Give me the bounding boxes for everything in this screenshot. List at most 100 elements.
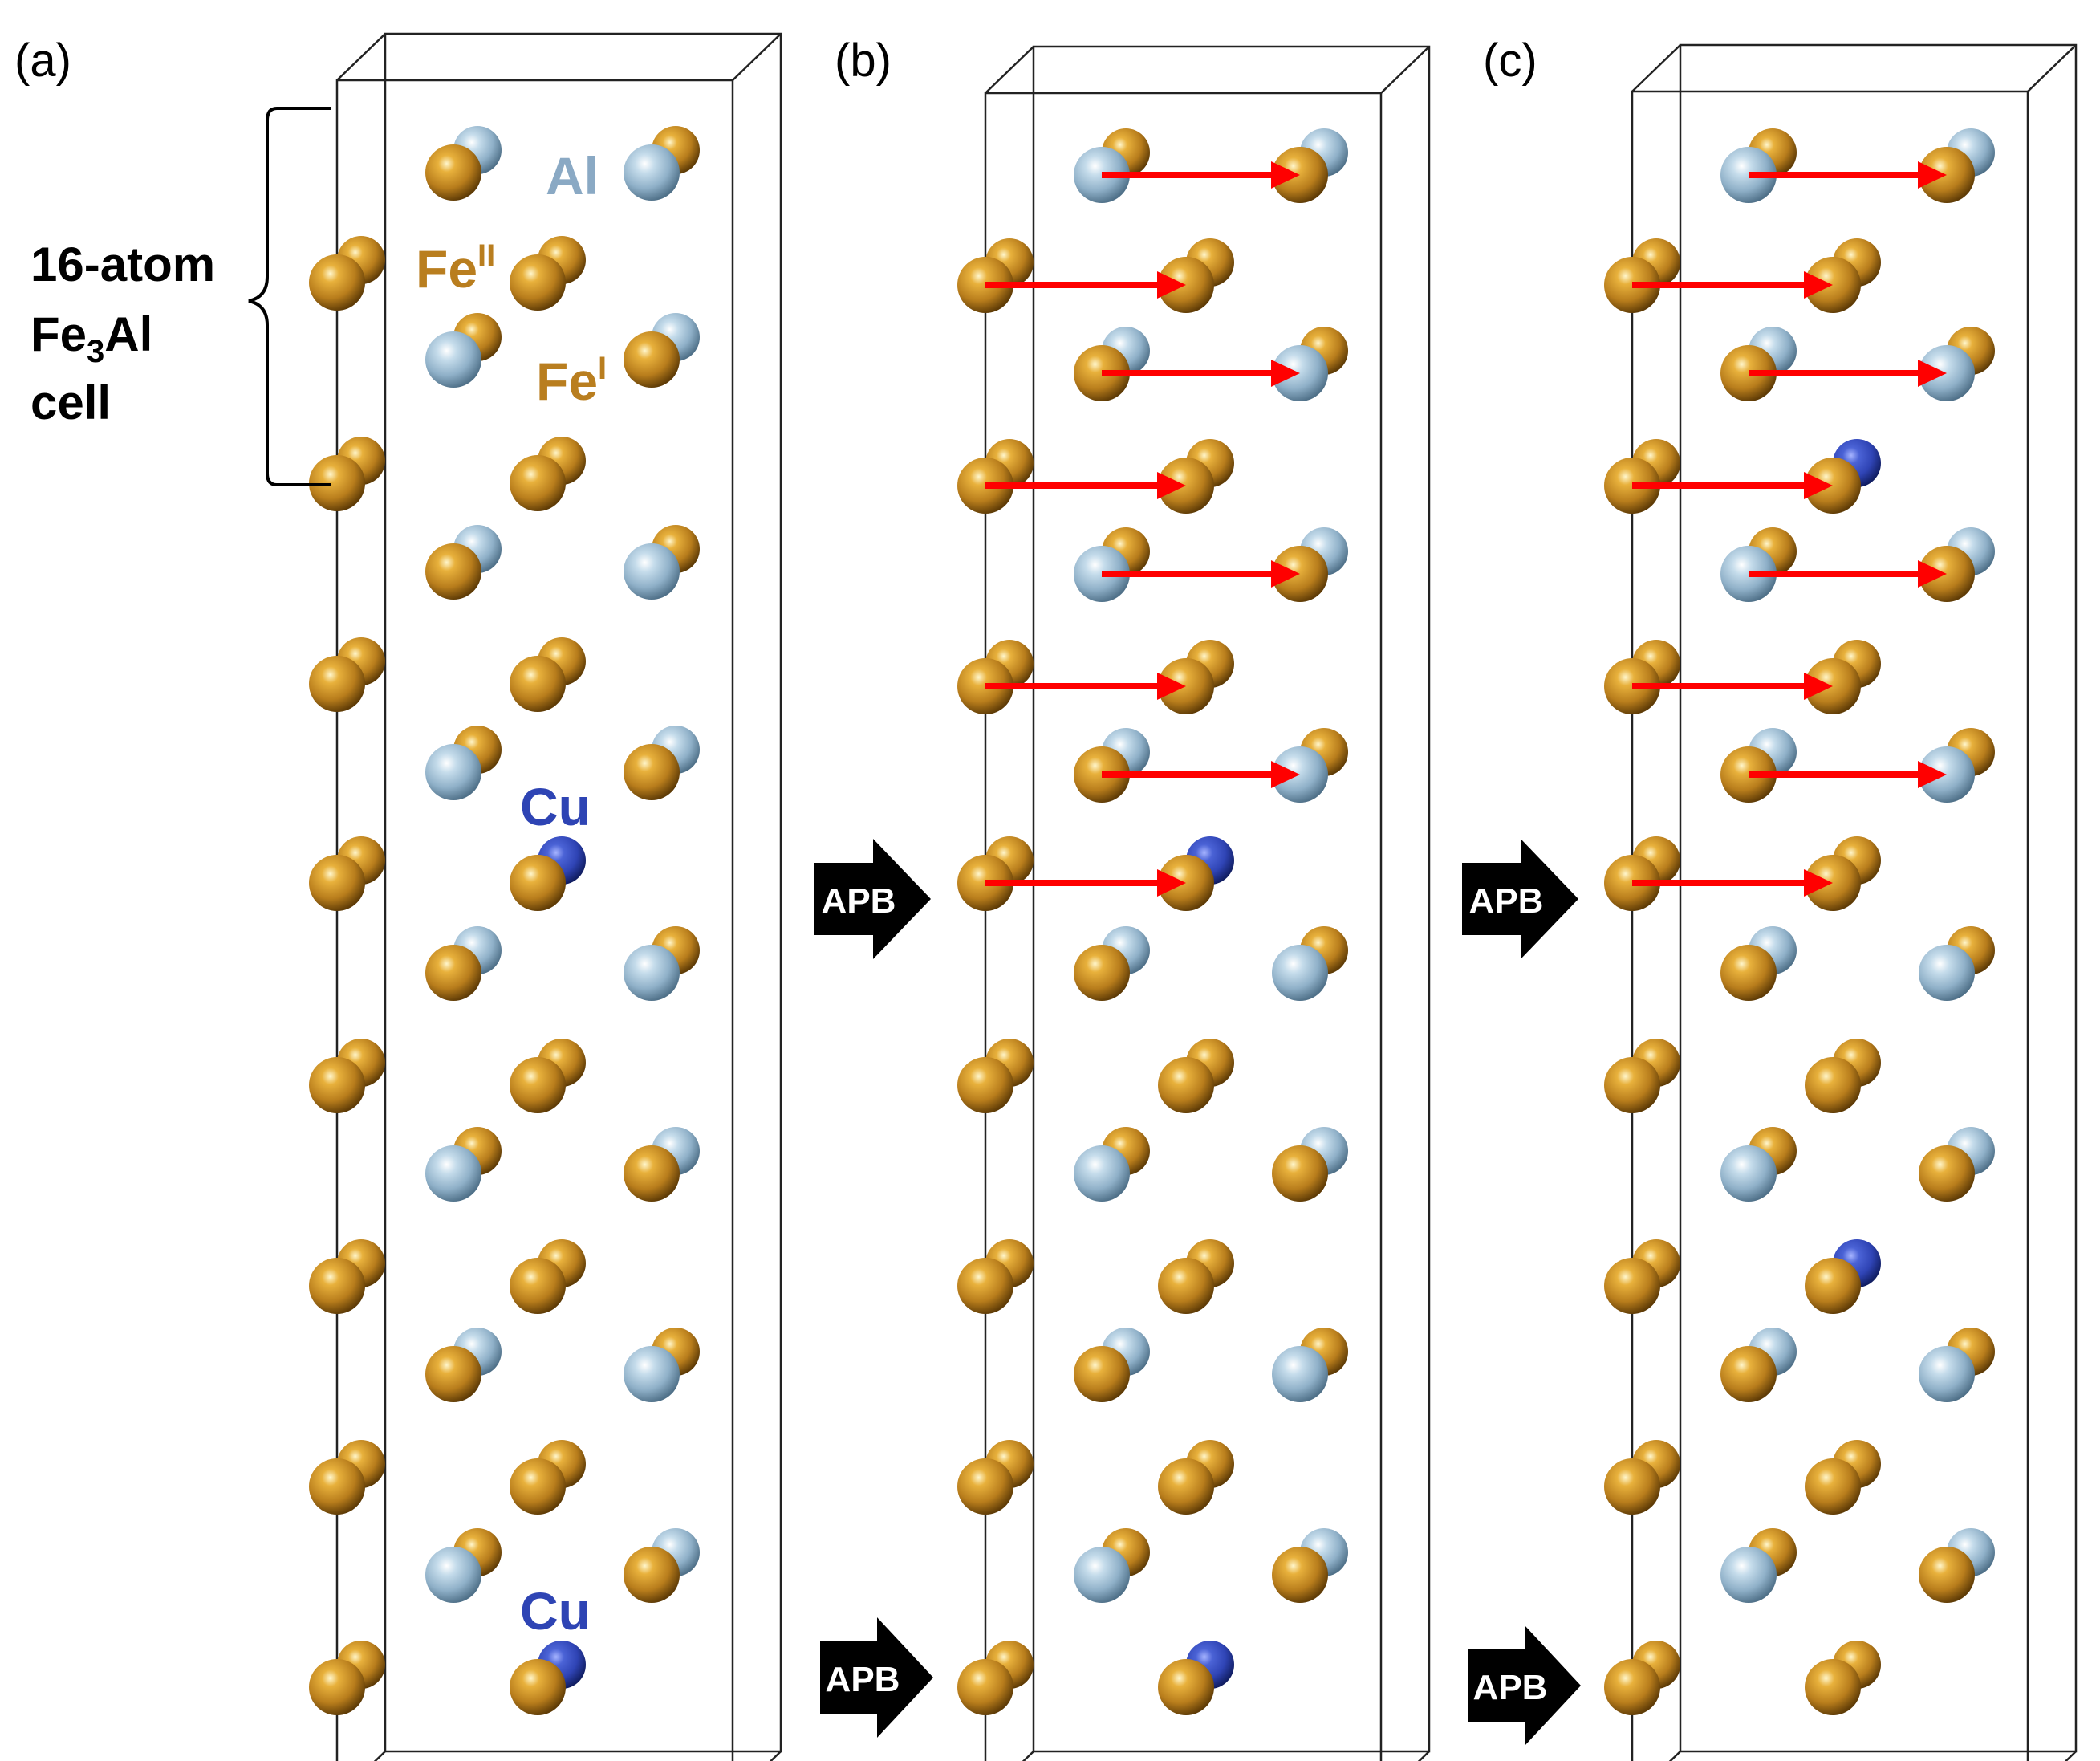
- cell-label-line1: 16-atom: [30, 238, 215, 291]
- apb-marker-c-upper: APB: [1462, 839, 1578, 959]
- fe-atom: [957, 1258, 1013, 1314]
- panel-b-label: (b): [835, 35, 892, 87]
- cu-label-lower: Cu: [520, 1581, 591, 1641]
- panel-b-atoms: [957, 128, 1348, 1715]
- al-atom: [624, 1346, 680, 1402]
- panel-b: (b) APB APB: [814, 35, 1431, 1761]
- fe-atom: [425, 144, 481, 201]
- fe-atom: [309, 455, 365, 511]
- fe-atom: [510, 1057, 566, 1113]
- shift-arrow-head: [1271, 161, 1300, 189]
- shift-arrow-head: [1918, 560, 1947, 588]
- fe-i-label: FeI: [536, 351, 607, 411]
- cell-label-line2: Fe3Al: [30, 307, 152, 369]
- al-label: Al: [546, 146, 599, 205]
- fe-ii-label: FeII: [416, 238, 495, 299]
- apb-marker-c-lower: APB: [1468, 1625, 1581, 1746]
- fe-atom: [1074, 945, 1130, 1001]
- fe-atom: [624, 744, 680, 800]
- al-atom: [425, 1547, 481, 1603]
- shift-arrow-head: [1804, 271, 1833, 299]
- unit-cell-bracket: [248, 107, 331, 486]
- fe-atom: [957, 1458, 1013, 1515]
- fe-atom: [510, 656, 566, 712]
- fe-atom: [309, 1458, 365, 1515]
- svg-text:APB: APB: [1469, 881, 1544, 921]
- fe-atom: [624, 331, 680, 388]
- fe-atom: [510, 855, 566, 911]
- fe-atom: [309, 1659, 365, 1715]
- fe-atom: [1604, 1659, 1660, 1715]
- shift-arrow-head: [1804, 472, 1833, 499]
- fe-atom: [624, 1547, 680, 1603]
- panel-c-shift-arrows: [1632, 161, 1947, 897]
- svg-text:APB: APB: [826, 1660, 900, 1699]
- panel-b-cell-box: [984, 45, 1431, 1761]
- panel-a-cell-box: [335, 32, 782, 1761]
- fe-atom: [957, 1057, 1013, 1113]
- fe-atom: [1805, 1659, 1861, 1715]
- fe-atom: [510, 1659, 566, 1715]
- fe-atom: [1272, 1145, 1328, 1202]
- fe-atom: [1272, 1547, 1328, 1603]
- shift-arrow-head: [1804, 869, 1833, 897]
- fe-atom: [1158, 1258, 1214, 1314]
- panel-c: (c) APB APB: [1462, 35, 2078, 1761]
- shift-arrow-head: [1157, 869, 1186, 897]
- panel-c-label: (c): [1483, 35, 1537, 87]
- svg-text:APB: APB: [1473, 1668, 1548, 1707]
- fe-atom: [1919, 1145, 1975, 1202]
- fe-atom: [1604, 1258, 1660, 1314]
- fe-atom: [957, 1659, 1013, 1715]
- apb-marker-b-upper: APB: [814, 839, 931, 959]
- fe-atom: [1720, 945, 1777, 1001]
- svg-text:APB: APB: [822, 881, 896, 921]
- shift-arrow-head: [1271, 360, 1300, 387]
- shift-arrow-head: [1918, 360, 1947, 387]
- al-atom: [1074, 1547, 1130, 1603]
- al-atom: [425, 331, 481, 388]
- al-atom: [1919, 945, 1975, 1001]
- fe-atom: [1919, 1547, 1975, 1603]
- al-atom: [425, 1145, 481, 1202]
- al-atom: [624, 945, 680, 1001]
- panel-a-label: (a): [14, 35, 71, 87]
- shift-arrow-head: [1271, 560, 1300, 588]
- fe-atom: [510, 455, 566, 511]
- fe-atom: [425, 1346, 481, 1402]
- fe-atom: [1158, 1057, 1214, 1113]
- fe-atom: [309, 254, 365, 311]
- fe-atom: [1720, 1346, 1777, 1402]
- shift-arrow-head: [1918, 761, 1947, 788]
- al-atom: [1074, 1145, 1130, 1202]
- shift-arrow-head: [1271, 761, 1300, 788]
- fe-atom: [1074, 1346, 1130, 1402]
- apb-marker-b-lower: APB: [820, 1617, 933, 1738]
- shift-arrow-head: [1804, 673, 1833, 700]
- al-atom: [1720, 1145, 1777, 1202]
- fe-atom: [309, 855, 365, 911]
- fe-atom: [309, 656, 365, 712]
- shift-arrow-head: [1157, 673, 1186, 700]
- al-atom: [1272, 945, 1328, 1001]
- fe-atom: [309, 1258, 365, 1314]
- panel-c-cell-box: [1631, 43, 2078, 1761]
- fe-atom: [425, 543, 481, 600]
- al-atom: [1272, 1346, 1328, 1402]
- fe-atom: [510, 254, 566, 311]
- shift-arrow-head: [1157, 271, 1186, 299]
- shift-arrow-head: [1157, 472, 1186, 499]
- fe-atom: [1604, 1458, 1660, 1515]
- panel-b-shift-arrows: [985, 161, 1300, 897]
- fe-atom: [1604, 1057, 1660, 1113]
- al-atom: [425, 744, 481, 800]
- panel-a-atoms: [309, 126, 700, 1715]
- cu-label-upper: Cu: [520, 777, 591, 836]
- al-atom: [1919, 1346, 1975, 1402]
- fe-atom: [1158, 1458, 1214, 1515]
- panel-a: (a) 16-atom Fe3Al cell Al FeII FeI Cu Cu: [14, 32, 782, 1761]
- cell-label-line3: cell: [30, 376, 111, 429]
- fe-atom: [510, 1458, 566, 1515]
- shift-arrow-head: [1918, 161, 1947, 189]
